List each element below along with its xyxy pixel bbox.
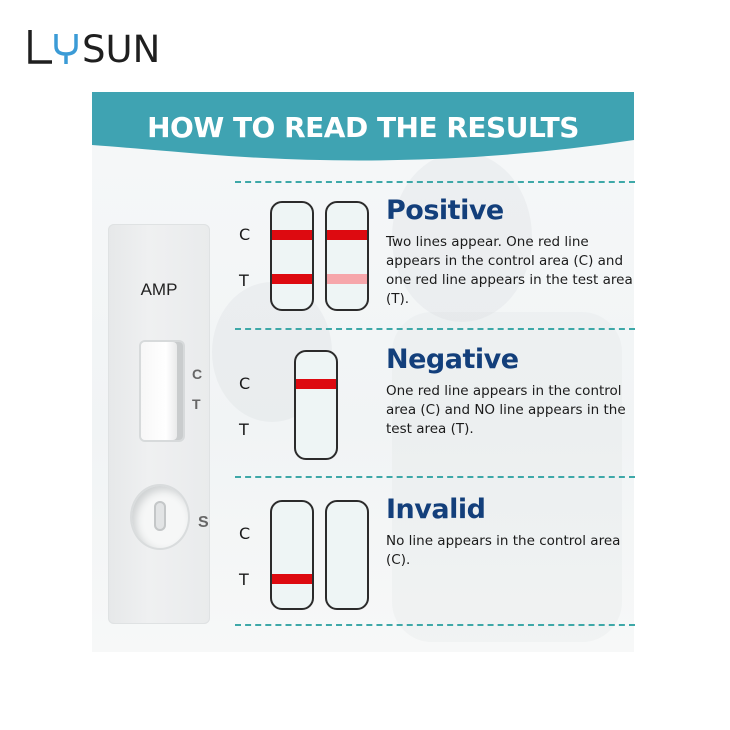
test-cassette: AMP C T S (108, 224, 210, 624)
cassette-s-mark: S (198, 514, 209, 531)
c-label: C (239, 524, 251, 543)
c-label: C (239, 374, 251, 393)
result-title-invalid: Invalid (386, 494, 486, 525)
svg-text:SUN: SUN (82, 28, 160, 68)
t-label: T (239, 570, 249, 589)
test-line (272, 274, 312, 284)
c-label: C (239, 225, 251, 244)
separator (235, 624, 635, 626)
lysun-logo: SUN (28, 28, 160, 68)
result-desc-negative: One red line appears in the control area… (386, 383, 626, 437)
strip-invalid-test-only (270, 500, 314, 610)
separator (235, 181, 635, 183)
strip-invalid-blank (325, 500, 369, 610)
result-window (141, 342, 183, 440)
banner-title: HOW TO READ THE RESULTS (147, 111, 579, 144)
test-line (272, 574, 312, 584)
cassette-c-mark: C (192, 366, 203, 382)
t-label: T (239, 271, 249, 290)
results-panel: HOW TO READ THE RESULTS (92, 92, 634, 652)
cassette-label: AMP (140, 280, 178, 299)
control-line (272, 230, 312, 240)
control-line (296, 379, 336, 389)
result-desc-invalid: No line appears in the control area (C). (386, 533, 621, 568)
cassette-t-mark: T (192, 396, 201, 412)
result-title-positive: Positive (386, 195, 504, 226)
strip-positive-faint (325, 201, 369, 311)
separator (235, 328, 635, 330)
result-desc-positive: Two lines appear. One red line appears i… (386, 234, 633, 307)
result-title-negative: Negative (386, 344, 519, 375)
sample-well (132, 486, 188, 548)
t-label: T (239, 420, 249, 439)
banner-background (92, 92, 634, 161)
separator (235, 476, 635, 478)
strip-positive-strong (270, 201, 314, 311)
test-line-faint (327, 274, 367, 284)
strip-negative (294, 350, 338, 460)
control-line (327, 230, 367, 240)
